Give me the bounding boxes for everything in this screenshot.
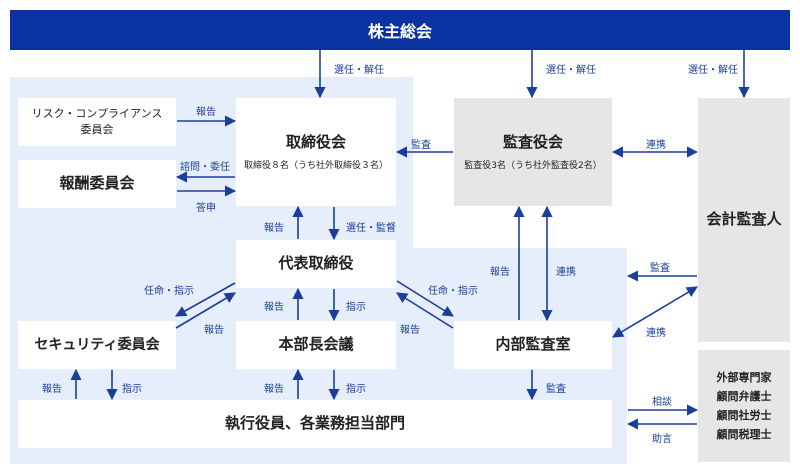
external-experts-box: 外部専門家 顧問弁護士 顧問社労士 顧問税理士 — [698, 350, 790, 462]
board-of-directors-box: 取締役会 取締役８名（うち社外取締役３名） — [236, 98, 396, 206]
arrow-internal-rep — [396, 292, 454, 329]
risk-committee-line1: リスク・コンプライアンス — [31, 106, 163, 120]
label-cooperation-internal: 連携 — [556, 267, 576, 278]
shareholders-meeting-label: 株主総会 — [367, 22, 432, 41]
label-elect-dismiss-board: 選任・解任 — [334, 65, 384, 76]
label-report-risk: 報告 — [196, 107, 216, 118]
shareholders-meeting-bar: 株主総会 — [10, 10, 790, 50]
label-elect-dismiss-auditor: 選任・解任 — [688, 65, 738, 76]
label-instruct-meeting-exec: 指示 — [346, 384, 366, 395]
audit-board-label: 監査役会 — [502, 132, 563, 151]
compensation-committee-box: 報酬委員会 — [18, 160, 176, 208]
security-committee-label: セキュリティ委員会 — [34, 336, 160, 353]
label-report-exec-security: 報告 — [42, 384, 62, 395]
expert-item: 顧問弁護士 — [716, 389, 772, 403]
arrow-rep-security — [175, 282, 236, 317]
audit-board-sub-label: 監査役3名（うち社外監査役2名） — [464, 161, 602, 172]
label-cooperation-auditor: 連携 — [646, 140, 666, 151]
board-label: 取締役会 — [285, 132, 346, 151]
label-report-internal-audit: 報告 — [490, 267, 510, 278]
arrow-rep-internal — [396, 280, 454, 317]
internal-audit-office-box: 内部監査室 — [454, 321, 612, 369]
representative-director-label: 代表取締役 — [278, 254, 354, 273]
security-committee-box: セキュリティ委員会 — [18, 321, 176, 369]
label-report-exec-meeting: 報告 — [264, 384, 284, 395]
label-instruct-security-exec: 指示 — [122, 384, 142, 395]
label-audit-internal-exec: 監査 — [546, 384, 566, 395]
division-managers-meeting-box: 本部長会議 — [236, 321, 396, 369]
label-report-internal-rep: 報告 — [400, 325, 420, 336]
label-appoint-instruct-right: 任命・指示 — [428, 286, 478, 297]
label-report-security: 報告 — [204, 325, 224, 336]
risk-compliance-committee-box: リスク・コンプライアンス 委員会 — [18, 98, 176, 146]
internal-audit-office-label: 内部監査室 — [495, 335, 571, 354]
label-report-meeting-rep: 報告 — [264, 302, 284, 313]
expert-item: 顧問社労士 — [716, 409, 772, 422]
accounting-auditor-label: 会計監査人 — [706, 210, 782, 229]
label-cooperation-auditor-internal: 連携 — [646, 328, 666, 339]
expert-item: 顧問税理士 — [716, 428, 772, 442]
label-report-comp: 答申 — [196, 203, 216, 214]
label-audit-board: 監査 — [411, 140, 431, 151]
label-instruct-rep-meeting: 指示 — [346, 302, 366, 313]
compensation-committee-label: 報酬委員会 — [59, 174, 135, 193]
label-advice-experts: 助言 — [652, 434, 672, 445]
executive-officers-box: 執行役員、各業務担当部門 — [18, 400, 612, 448]
label-elect-dismiss-audit: 選任・解任 — [546, 65, 596, 76]
representative-director-box: 代表取締役 — [236, 240, 396, 288]
label-consult-delegate: 諮問・委任 — [180, 162, 230, 173]
board-sub-label: 取締役８名（うち社外取締役３名） — [243, 161, 388, 172]
risk-committee-line2: 委員会 — [80, 123, 114, 136]
audit-board-box: 監査役会 監査役3名（うち社外監査役2名） — [454, 98, 612, 206]
executive-officers-label: 執行役員、各業務担当部門 — [224, 414, 405, 433]
label-consult-experts: 相談 — [652, 397, 672, 408]
expert-item: 外部専門家 — [716, 370, 772, 384]
label-appoint-instruct-left: 任命・指示 — [144, 286, 194, 297]
label-audit-auditor: 監査 — [650, 263, 670, 274]
arrow-auditor-internal — [612, 286, 698, 338]
accounting-auditor-box: 会計監査人 — [698, 98, 790, 342]
label-elect-supervise: 選任・監督 — [346, 223, 396, 234]
arrow-security-rep — [175, 292, 236, 329]
label-report-rep-board: 報告 — [264, 223, 284, 234]
division-managers-meeting-label: 本部長会議 — [278, 335, 354, 354]
